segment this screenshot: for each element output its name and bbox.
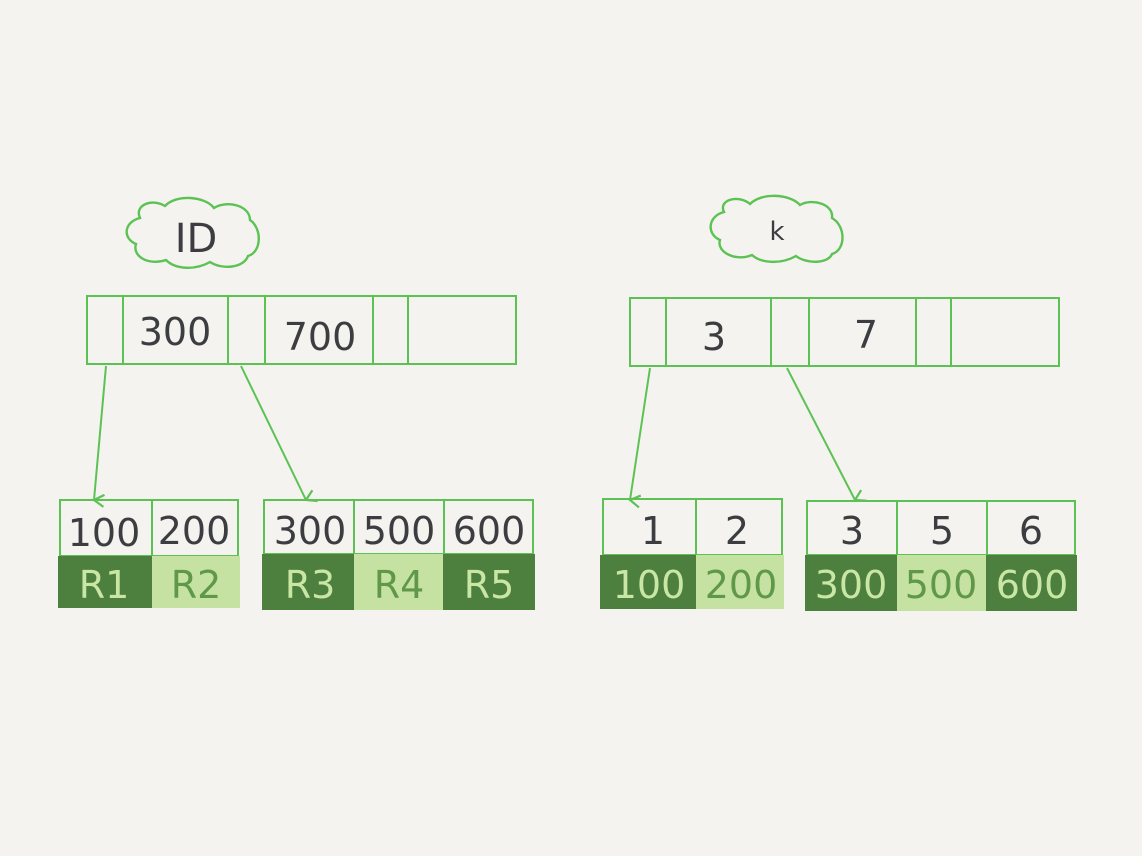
leaf-value: 600 [996,563,1069,607]
leaf-value-cell-light [152,556,240,608]
leaf-value-cell-dark [986,555,1077,611]
leaf-value-cell-dark [443,554,535,610]
leaf-key: 300 [274,509,347,553]
right-root-key: 3 [702,315,726,359]
right-tree: k 3 7 1 2 100 200 [600,194,1077,611]
left-leaf-node: 300 500 600 R3 R4 R5 [262,499,535,610]
leaf-key: 5 [930,509,954,553]
leaf-value-cell-light [897,555,988,611]
right-pointer-arrow [786,367,855,500]
left-tree: ID 300 700 100 200 R1 R2 [58,196,535,610]
leaf-key: 600 [453,509,526,553]
leaf-key: 6 [1019,509,1043,553]
leaf-value: 300 [815,563,888,607]
left-tree-label: ID [175,216,218,262]
left-leaf-node: 100 200 R1 R2 [58,499,240,608]
left-root-key: 300 [139,310,212,354]
leaf-value-cell-light [354,554,445,610]
left-pointer-arrow [94,365,107,500]
leaf-key: 200 [158,509,231,553]
right-leaf-node: 3 5 6 300 500 600 [805,500,1077,611]
leaf-key: 2 [725,509,749,553]
left-cloud-outline [125,196,260,269]
leaf-value: R4 [374,563,425,607]
right-root-node: 3 7 [629,297,1060,367]
left-root-node: 300 700 [86,295,517,365]
leaf-value: 200 [705,563,778,607]
leaf-value: R1 [79,563,130,607]
leaf-value: 100 [613,563,686,607]
leaf-value: 500 [905,563,978,607]
leaf-value-cell-light [696,555,784,609]
leaf-value-cell-dark [600,555,698,609]
right-root-border [629,297,1060,367]
left-root-border [86,295,517,365]
left-pointer-arrow [240,365,306,500]
leaf-value-cell-dark [805,555,898,611]
leaf-key: 1 [641,509,665,553]
right-pointer-arrow [630,367,651,500]
leaf-key-row-border [602,498,783,556]
leaf-key: 100 [68,511,141,555]
leaf-key: 500 [363,509,436,553]
right-root-key: 7 [854,313,878,357]
right-leaf-node: 1 2 100 200 [600,498,784,609]
right-tree-label: k [769,217,784,247]
leaf-value-cell-dark [58,556,154,608]
leaf-value: R5 [464,563,515,607]
leaf-key: 3 [840,509,864,553]
left-root-key: 700 [284,315,357,359]
right-cloud-outline [709,194,844,264]
leaf-value: R2 [171,563,222,607]
leaf-value-cell-dark [262,554,355,610]
leaf-value: R3 [285,563,336,607]
